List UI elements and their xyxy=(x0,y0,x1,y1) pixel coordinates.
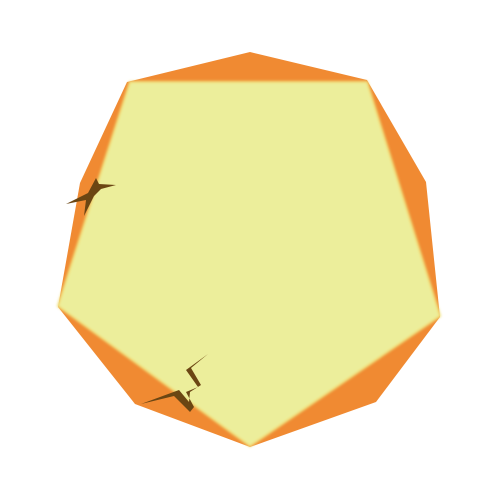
crack-bottom xyxy=(141,354,208,412)
crack-left xyxy=(66,178,116,216)
tile-inner-face xyxy=(56,81,442,448)
